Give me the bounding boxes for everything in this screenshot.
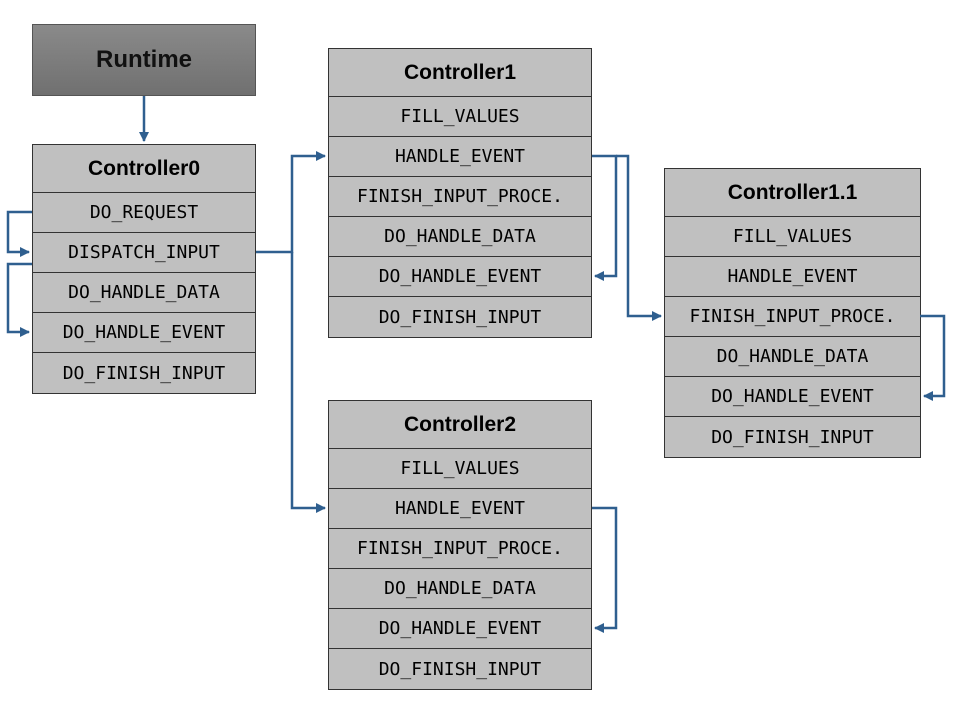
arrow-dispatch-to-controller1 — [256, 151, 326, 254]
controller2-method: DO_HANDLE_EVENT — [329, 609, 591, 649]
controller0-method: DO_HANDLE_DATA — [33, 273, 255, 313]
controller1-method: DO_HANDLE_EVENT — [329, 257, 591, 297]
controller2-box: Controller2 FILL_VALUES HANDLE_EVENT FIN… — [328, 400, 592, 690]
controller1-1-title: Controller1.1 — [665, 169, 920, 217]
controller2-method: FILL_VALUES — [329, 449, 591, 489]
controller0-method: DO_FINISH_INPUT — [62, 362, 226, 384]
controller2-method: DO_HANDLE_DATA — [329, 569, 591, 609]
controller0-method: DISPATCH_INPUT — [33, 233, 255, 273]
controller2-method: FINISH_INPUT_PROCE. — [329, 529, 591, 569]
arrow-controller1-1-self — [920, 314, 946, 401]
controller1-method: FINISH_INPUT_PROCE. — [329, 177, 591, 217]
controller1-box: Controller1 FILL_VALUES HANDLE_EVENT FIN… — [328, 48, 592, 338]
arrow-dispatch-to-handle-event — [6, 262, 32, 337]
controller1-method: HANDLE_EVENT — [329, 137, 591, 177]
controller0-method: DO_HANDLE_EVENT — [33, 313, 255, 353]
arrow-controller1-self — [592, 154, 618, 281]
controller1-1-method: HANDLE_EVENT — [665, 257, 920, 297]
controller1-1-box: Controller1.1 FILL_VALUES HANDLE_EVENT F… — [664, 168, 921, 458]
arrow-controller1-to-controller1-1 — [616, 154, 662, 321]
controller2-method: HANDLE_EVENT — [329, 489, 591, 529]
controller2-title: Controller2 — [329, 401, 591, 449]
controller1-method: DO_HANDLE_DATA — [329, 217, 591, 257]
controller0-box: Controller0 DO_REQUEST DISPATCH_INPUT DO… — [32, 144, 256, 394]
runtime-box: Runtime — [32, 24, 256, 96]
arrow-controller2-self — [592, 506, 618, 633]
controller1-1-method: DO_HANDLE_EVENT — [665, 377, 920, 417]
controller1-1-method: FINISH_INPUT_PROCE. — [665, 297, 920, 337]
controller1-1-method: FILL_VALUES — [665, 217, 920, 257]
controller2-method: DO_FINISH_INPUT — [378, 658, 542, 680]
controller1-1-method: DO_FINISH_INPUT — [711, 426, 874, 448]
controller1-title: Controller1 — [329, 49, 591, 97]
controller0-method: DO_REQUEST — [33, 193, 255, 233]
controller0-title: Controller0 — [33, 145, 255, 193]
controller1-1-method: DO_HANDLE_DATA — [665, 337, 920, 377]
arrow-dispatch-to-controller2 — [290, 252, 326, 513]
arrow-request-to-dispatch — [6, 210, 32, 257]
controller1-method: DO_FINISH_INPUT — [378, 306, 542, 328]
controller1-method: FILL_VALUES — [329, 97, 591, 137]
